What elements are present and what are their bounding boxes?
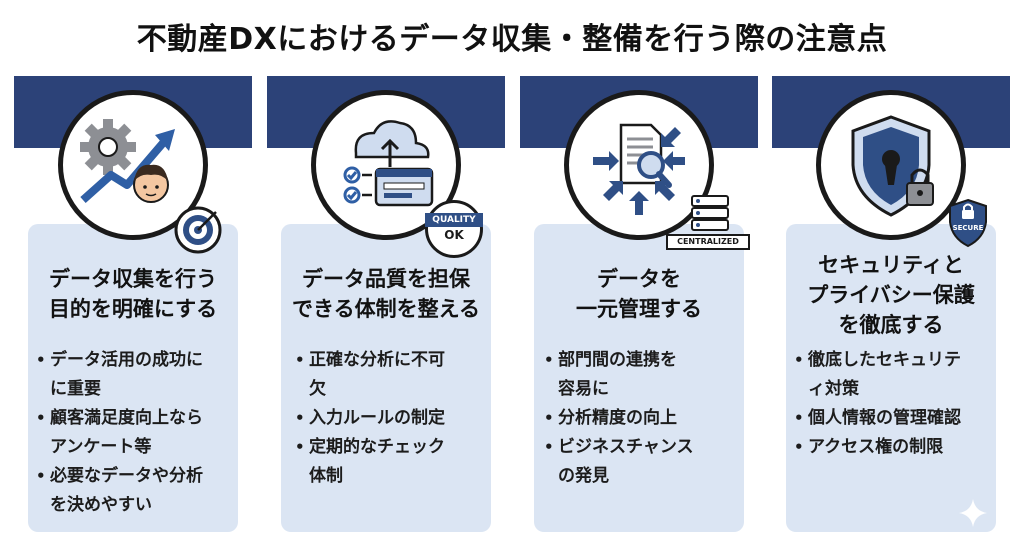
list-item: 入力ルールの制定 [295,404,485,433]
server-stack-icon [691,195,729,231]
cloud-checklist-icon [311,90,461,240]
shield-lock-icon [816,90,966,240]
list-item: 分析精度の向上 [544,404,734,433]
column-heading: データ品質を担保 できる体制を整える [292,267,480,321]
column-heading: セキュリティと プライバシー保護 を徹底する [807,253,975,337]
document-magnifier-arrows-icon [564,90,714,240]
secure-badge: SECURE [946,198,990,248]
quality-ok-badge: QUALITY OK [425,200,483,258]
column-quality: QUALITY OK データ品質を担保 できる体制を整える 正確な分析に不可欠 … [267,76,505,542]
list-item: 個人情報の管理確認 [794,404,984,433]
page-title: 不動産DXにおけるデータ収集・整備を行う際の注意点 [136,22,888,57]
column-heading: データを 一元管理する [576,267,702,321]
column-security: SECURE セキュリティと プライバシー保護 を徹底する 徹底したセキュリティ… [772,76,1010,542]
target-icon [174,206,222,254]
shield-icon [949,198,987,248]
centralized-badge: CENTRALIZED [666,234,750,250]
list-item: アクセス権の制限 [794,433,984,462]
column-heading: データ収集を行う 目的を明確にする [48,267,218,321]
sparkle-icon [959,499,987,527]
